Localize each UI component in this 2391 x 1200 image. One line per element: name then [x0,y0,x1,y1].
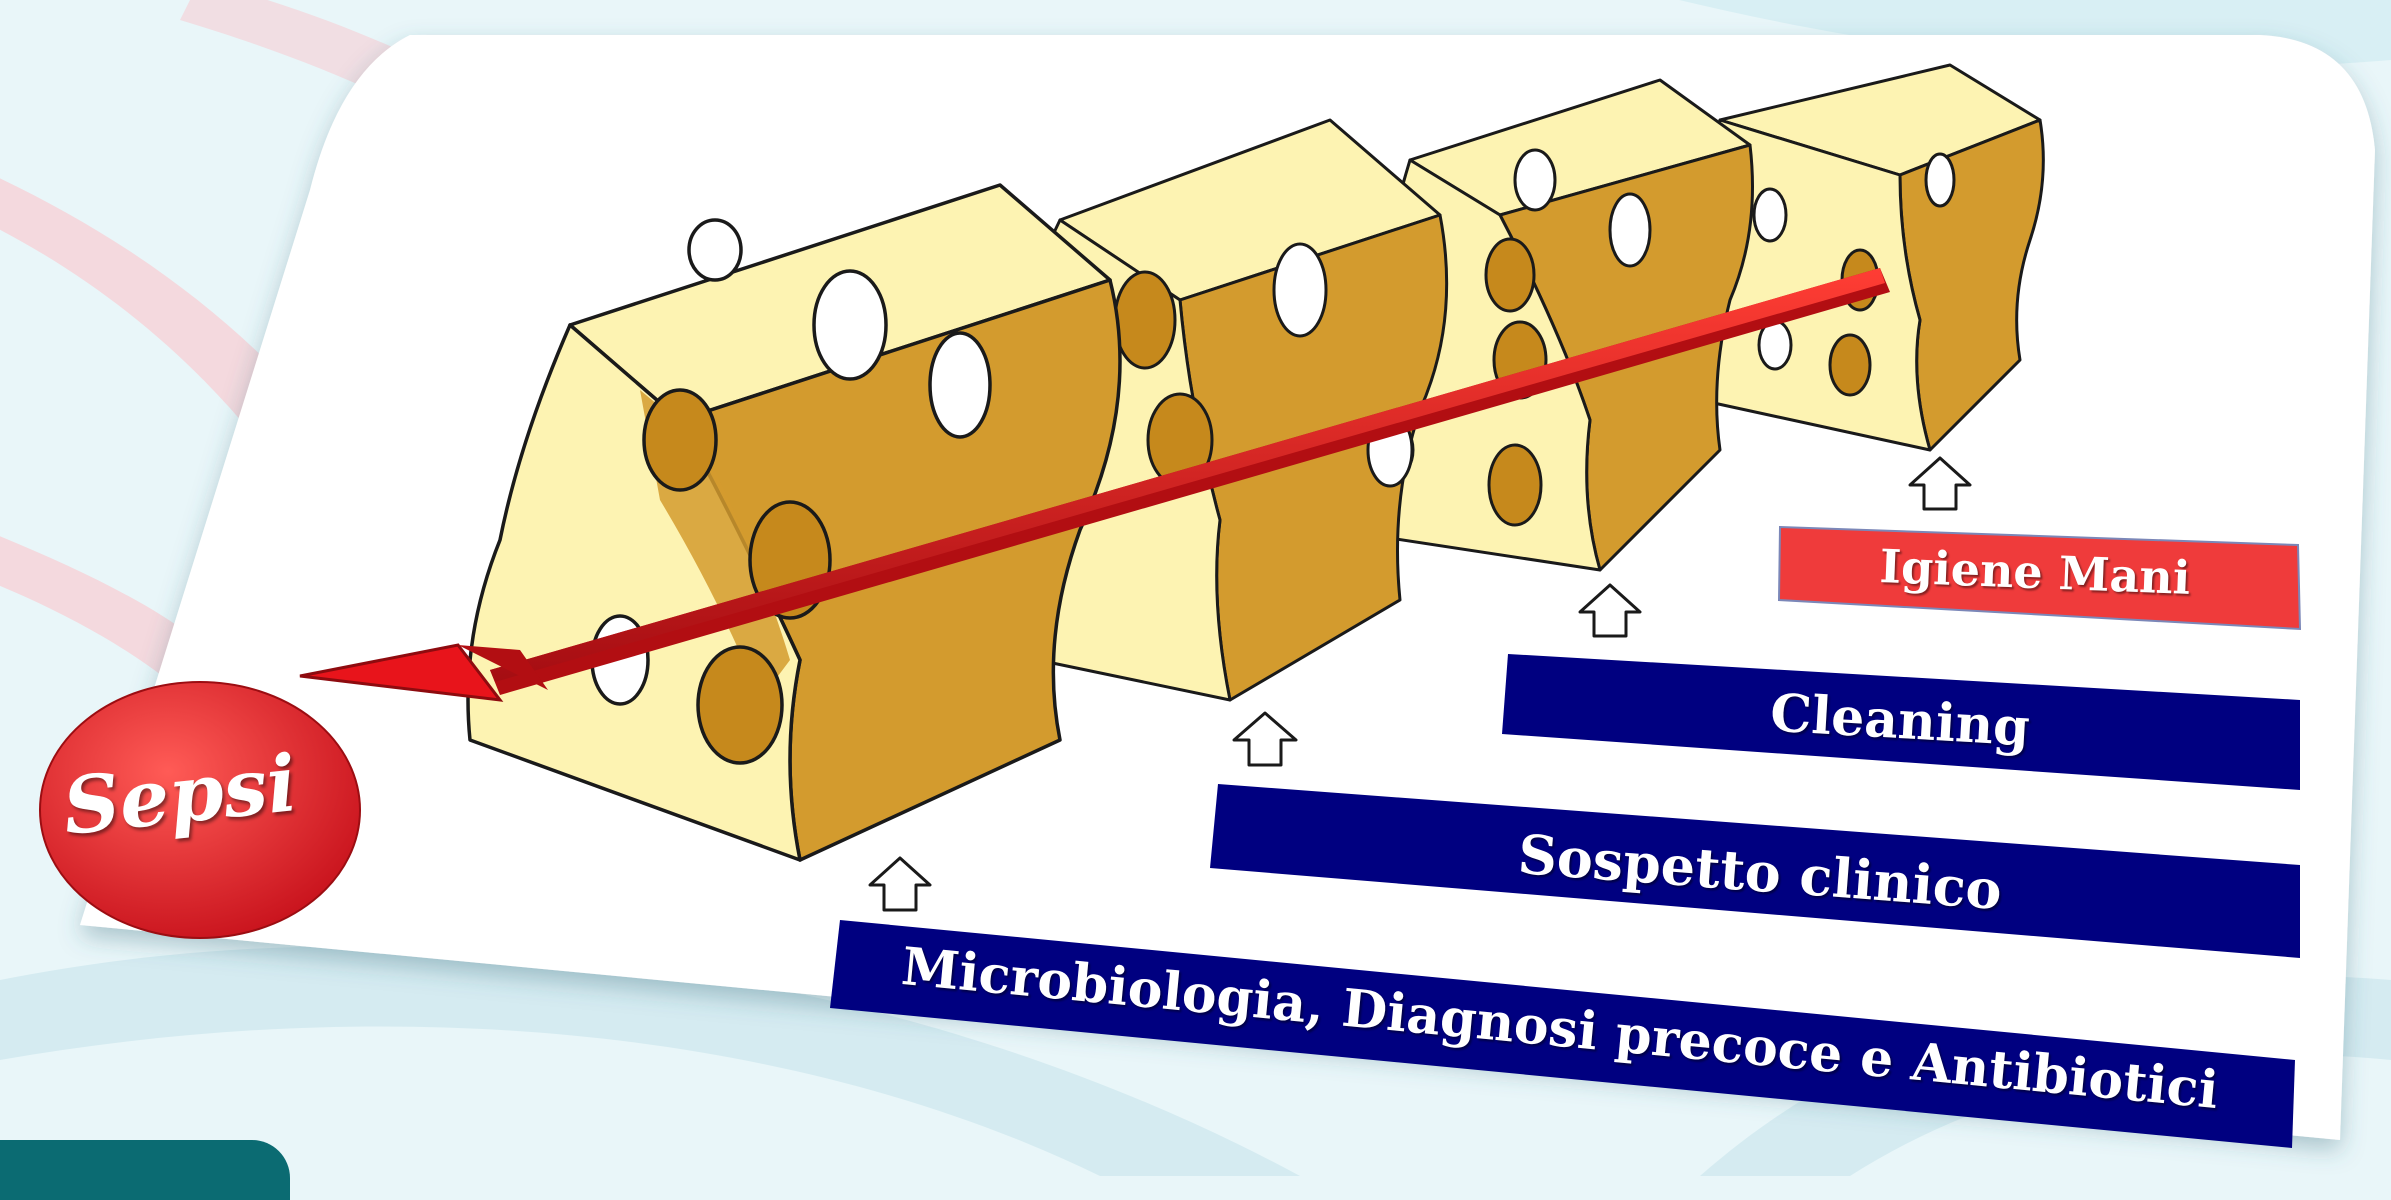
side-tab [0,1140,290,1200]
